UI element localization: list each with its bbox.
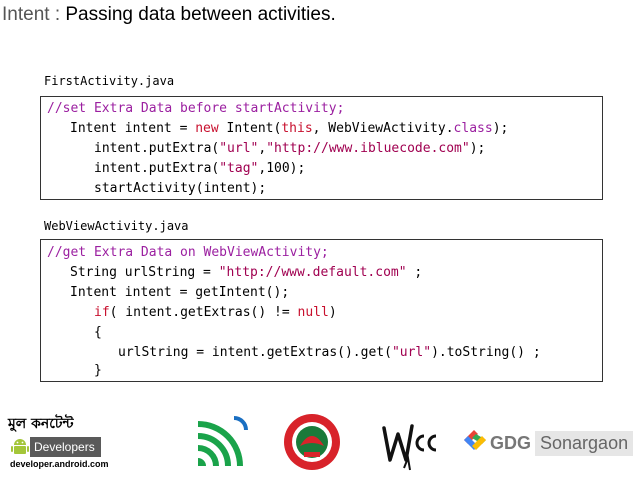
code-line: startActivity(intent); bbox=[94, 180, 266, 198]
wcc-logo-icon bbox=[382, 424, 437, 471]
webview-activity-filename: WebViewActivity.java bbox=[44, 219, 189, 233]
code-keyword: new bbox=[195, 121, 219, 136]
code-keyword: this bbox=[281, 121, 313, 136]
developers-badge: Developers bbox=[30, 437, 101, 457]
code-text: } bbox=[94, 363, 102, 378]
code-line: { bbox=[94, 324, 102, 342]
webview-activity-code-box: //get Extra Data on WebViewActivity; Str… bbox=[40, 239, 603, 382]
code-text: String urlString = bbox=[70, 265, 219, 280]
code-line: Intent intent = getIntent(); bbox=[70, 284, 289, 302]
code-line: //set Extra Data before startActivity; bbox=[47, 100, 344, 118]
code-text: ); bbox=[469, 141, 486, 156]
code-keyword: class bbox=[453, 121, 493, 136]
code-string: "tag" bbox=[219, 161, 259, 176]
code-line: intent.putExtra("url","http://www.ibluec… bbox=[94, 140, 485, 158]
code-text: { bbox=[94, 325, 102, 340]
slide-title-main: Passing data between activities. bbox=[65, 4, 336, 25]
code-string: "url" bbox=[219, 141, 259, 156]
slide-title: Intent : Passing data between activities… bbox=[2, 4, 336, 26]
code-string: "url" bbox=[391, 345, 432, 360]
code-comment: //get Extra Data on WebViewActivity; bbox=[47, 245, 329, 260]
android-developers-logo: Developers bbox=[10, 437, 101, 457]
code-text: Intent intent = bbox=[70, 121, 196, 136]
code-text: ( intent.getExtras() != bbox=[109, 305, 298, 320]
code-text: Intent intent = getIntent(); bbox=[70, 285, 290, 300]
code-text: Intent( bbox=[218, 121, 282, 136]
bengali-caption: মুল কনটেন্ট bbox=[8, 416, 74, 432]
developers-url: developer.android.com bbox=[10, 459, 109, 469]
code-text: ) bbox=[328, 305, 337, 320]
code-text: ).toString() ; bbox=[431, 345, 541, 360]
gdg-sonargaon-logo: GDG Sonargaon bbox=[490, 431, 634, 456]
code-line: } bbox=[94, 362, 102, 380]
code-text: ; bbox=[406, 265, 423, 280]
code-line: Intent intent = new Intent(this, WebView… bbox=[70, 120, 508, 138]
code-line: urlString = intent.getExtras().get("url"… bbox=[118, 344, 541, 362]
bangladesh-seal-icon bbox=[284, 414, 340, 470]
code-text: ); bbox=[492, 121, 509, 136]
code-text: intent.putExtra( bbox=[94, 141, 220, 156]
code-line: if( intent.getExtras() != null) bbox=[94, 304, 337, 322]
wifi-arc-logo-icon bbox=[197, 416, 248, 467]
code-line: String urlString = "http://www.default.c… bbox=[70, 264, 422, 282]
slide-title-prefix: Intent : bbox=[2, 4, 66, 25]
code-text: , bbox=[258, 141, 267, 156]
android-icon bbox=[11, 439, 29, 454]
code-text: intent.putExtra( bbox=[94, 161, 220, 176]
code-keyword: null bbox=[297, 305, 329, 320]
code-text: , WebViewActivity. bbox=[312, 121, 454, 136]
gdg-chevron-icon bbox=[464, 430, 486, 450]
code-text: ,100); bbox=[258, 161, 306, 176]
code-comment: //set Extra Data before startActivity; bbox=[47, 101, 345, 116]
code-line: //get Extra Data on WebViewActivity; bbox=[47, 244, 329, 262]
gdg-label: GDG bbox=[490, 433, 532, 453]
code-string: "http://www.ibluecode.com" bbox=[266, 141, 470, 156]
code-string: "http://www.default.com" bbox=[218, 265, 407, 280]
sonargaon-label: Sonargaon bbox=[535, 431, 634, 456]
first-activity-code-box: //set Extra Data before startActivity; I… bbox=[40, 96, 603, 200]
code-text: urlString = intent.getExtras().get( bbox=[118, 345, 392, 360]
code-text: startActivity(intent); bbox=[94, 181, 267, 196]
first-activity-filename: FirstActivity.java bbox=[44, 74, 175, 88]
code-keyword: if bbox=[94, 305, 110, 320]
code-line: intent.putExtra("tag",100); bbox=[94, 160, 305, 178]
